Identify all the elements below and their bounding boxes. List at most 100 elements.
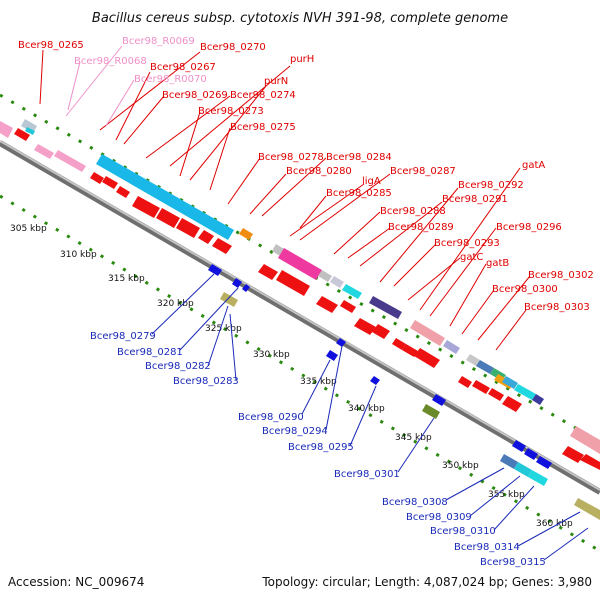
reverse-gene-arrow [512,440,526,452]
gene-label: Bcer98_0284 [326,152,392,163]
forward-gene-arrow [258,264,278,280]
feature-box [318,270,332,282]
gene-label: Bcer98_0290 [238,412,304,423]
scale-label: 355 kbp [488,490,525,500]
scale-label: 330 kbp [253,350,290,360]
feature-box [570,426,600,454]
feature-box [34,144,54,159]
forward-gene-arrow [212,238,232,254]
feature-box [532,394,544,405]
feature-box [25,127,35,135]
gene-label: Bcer98_0265 [18,40,84,51]
gene-label: Bcer98_0280 [286,166,352,177]
reverse-gene-arrow [370,376,380,385]
scale-label: 350 kbp [442,461,479,471]
feature-box [514,384,536,400]
gene-label: Bcer98_0301 [334,469,400,480]
reverse-feature-boxes [220,292,600,520]
forward-gene-arrow [472,380,490,394]
gene-label: Bcer98_0315 [480,557,546,568]
gene-label: Bcer98_0310 [430,526,496,537]
gene-label: Bcer98_0274 [230,90,296,101]
bottom-labels: Bcer98_0279 Bcer98_0281 Bcer98_0282 Bcer… [90,331,546,568]
reverse-gene-arrow [336,338,346,347]
gene-label: Bcer98_0302 [528,270,594,281]
rna-label: Bcer98_R0070 [134,74,207,85]
scale-label: 325 kbp [205,324,242,334]
feature-box [96,154,234,240]
forward-gene-arrow [580,454,600,470]
feature-box [21,119,37,133]
feature-box [342,284,362,299]
gene-label: Bcer98_0314 [454,542,520,553]
gene-label: Bcer98_0308 [382,497,448,508]
forward-gene-arrow [458,376,472,388]
forward-gene-arrow [198,230,214,244]
forward-gene-arrow [14,128,30,141]
feature-box [528,470,548,486]
scale-label: 305 kbp [10,224,47,234]
rna-label: Bcer98_R0068 [74,56,147,67]
gene-label: purH [290,54,314,65]
feature-box [0,121,13,138]
feature-box [330,276,344,288]
forward-gene-arrow [354,318,376,335]
gene-label: Bcer98_0273 [198,106,264,117]
feature-box [220,292,238,307]
gene-label: Bcer98_0283 [173,376,239,387]
feature-box [466,354,480,366]
forward-gene-arrow [562,446,584,463]
feature-box [422,404,440,419]
forward-gene-arrow [392,338,406,350]
gene-label: Bcer98_0278 [258,152,324,163]
gene-label: Bcer98_0279 [90,331,156,342]
forward-gene-arrow [402,344,418,357]
gene-label: ligA [362,176,381,187]
feature-box [514,462,532,477]
bottom-label-leaders [151,273,589,561]
scale-label: 315 kbp [108,274,145,284]
forward-gene-arrow [372,324,390,339]
scale-label: 310 kbp [60,250,97,260]
forward-gene-arrow [156,208,180,228]
gene-label: Bcer98_0282 [145,361,211,372]
forward-gene-arrow [90,172,104,184]
gene-label: Bcer98_0285 [326,188,392,199]
gene-label: Bcer98_0281 [117,347,183,358]
forward-gene-arrow [116,186,130,198]
forward-gene-arrow [102,176,118,189]
gene-label: Bcer98_0294 [262,426,328,437]
gene-label: Bcer98_0309 [406,512,472,523]
gene-label: purN [264,76,288,87]
feature-box [239,228,253,240]
genome-backbone [0,140,600,495]
reverse-gene-arrow [432,394,446,406]
forward-genes [14,128,600,470]
feature-box [443,340,460,354]
forward-gene-arrow [488,388,504,401]
forward-gene-arrow [176,218,200,238]
gene-label: Bcer98_0303 [524,302,590,313]
gene-label: Bcer98_0275 [230,122,296,133]
feature-box [54,150,86,172]
gene-label: Bcer98_0269 [162,90,228,101]
reverse-gene-arrow [232,278,242,288]
gene-label: Bcer98_0300 [492,284,558,295]
scale-label: 360 kbp [536,519,573,529]
reverse-gene-arrow [242,284,250,292]
top-label-leaders [39,45,531,351]
feature-box [410,320,445,346]
forward-gene-arrow [414,348,440,368]
rna-label: Bcer98_R0069 [122,36,195,47]
forward-gene-arrow [316,296,338,313]
feature-box [369,296,402,319]
top-labels: Bcer98_0265 Bcer98_R0069 Bcer98_0270 Bce… [18,36,594,313]
gene-label: Bcer98_0291 [442,194,508,205]
reverse-gene-arrow [524,448,538,460]
feature-box [502,376,518,389]
forward-feature-boxes [0,119,600,454]
feature-box [476,360,494,374]
scale-label: 345 kbp [395,433,432,443]
reverse-gene-arrow [536,456,552,469]
